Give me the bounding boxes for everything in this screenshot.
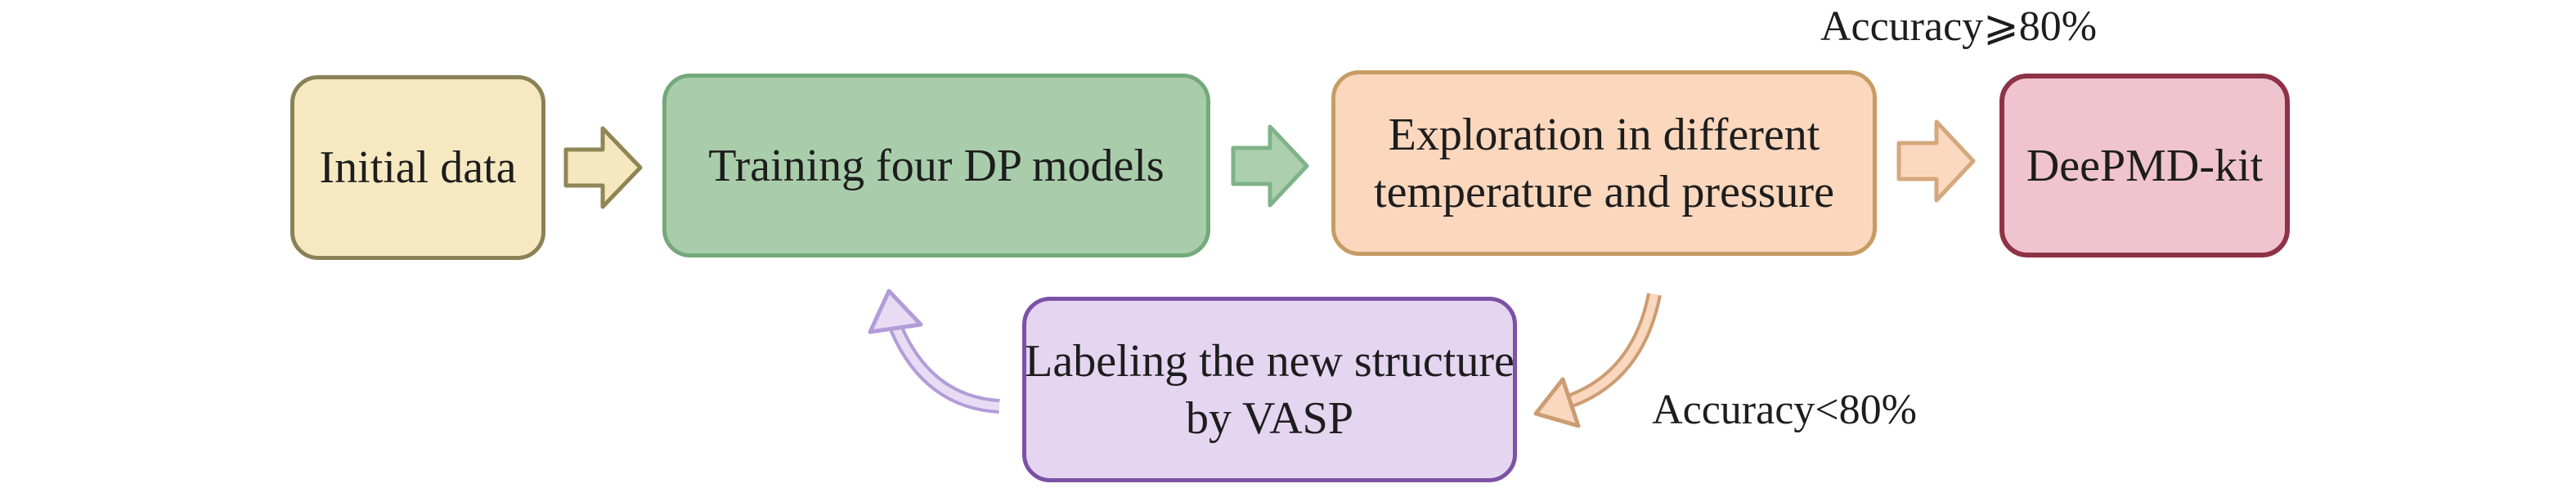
node-labeling-vasp-label-line2: by VASP <box>1186 392 1353 444</box>
accuracy-high-label: Accuracy⩾80% <box>1820 3 2098 50</box>
arrow-initial-to-training-icon <box>563 126 643 209</box>
node-exploration: Exploration in different temperature and… <box>1331 70 1877 256</box>
node-exploration-label-line1: Exploration in different <box>1388 109 1820 160</box>
node-initial-data-label: Initial data <box>319 142 517 193</box>
node-exploration-label-line2: temperature and pressure <box>1374 166 1834 217</box>
arrow-training-to-exploration-icon <box>1231 124 1309 208</box>
node-deepmd-kit: DeePMD-kit <box>1999 74 2290 257</box>
node-labeling-vasp: Labeling the new structure by VASP <box>1022 297 1517 482</box>
arrow-exploration-to-deepmd-icon <box>1896 119 1976 203</box>
node-initial-data: Initial data <box>290 75 545 260</box>
arrow-exploration-to-labeling-icon <box>1533 293 1662 428</box>
node-labeling-vasp-label-line1: Labeling the new structure <box>1025 335 1515 387</box>
node-training-dp-models: Training four DP models <box>662 74 1210 257</box>
node-training-dp-models-label: Training four DP models <box>708 140 1165 191</box>
node-deepmd-kit-label: DeePMD-kit <box>2026 140 2264 191</box>
arrow-labeling-to-training-icon <box>868 289 1000 414</box>
accuracy-low-label: Accuracy<80% <box>1652 386 1917 433</box>
